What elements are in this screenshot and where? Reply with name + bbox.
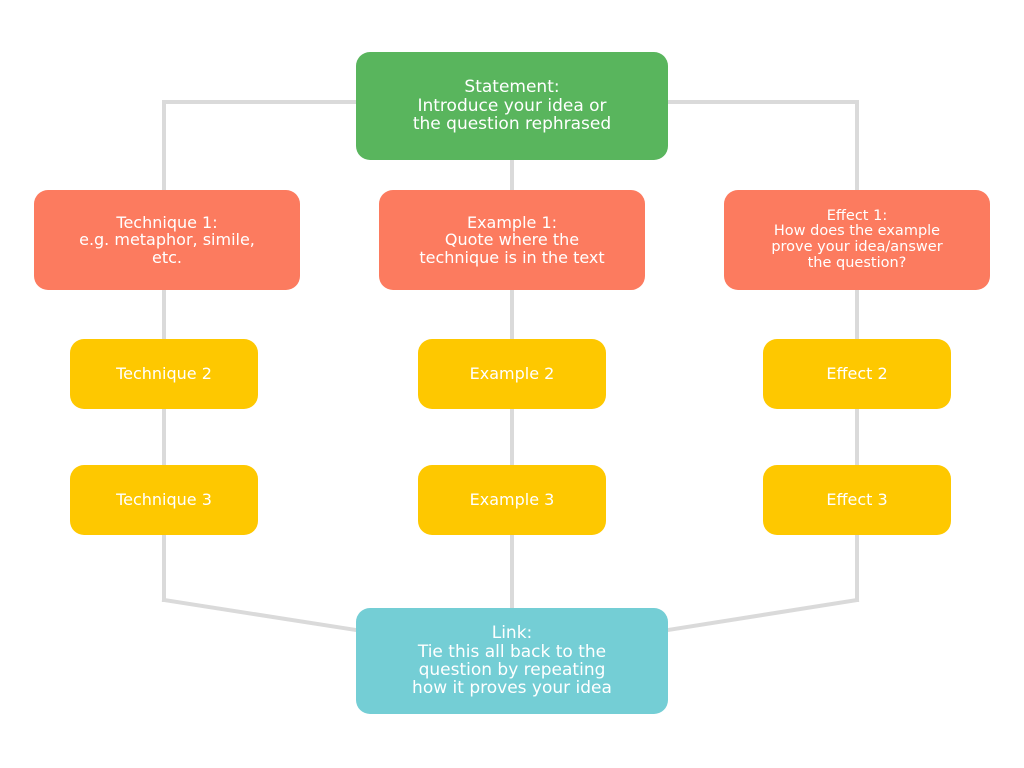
effect-1-body: How does the example prove your idea/ans… bbox=[771, 223, 943, 271]
example-3-title: Example 3 bbox=[469, 490, 555, 510]
example-2-box: Example 2 bbox=[418, 339, 606, 409]
example-1-box: Example 1: Quote where the technique is … bbox=[379, 190, 645, 290]
effect-3-title: Effect 3 bbox=[826, 490, 888, 510]
effect-1-box: Effect 1: How does the example prove you… bbox=[724, 190, 990, 290]
effect-1-title: Effect 1: bbox=[826, 207, 888, 224]
technique-2-box: Technique 2 bbox=[70, 339, 258, 409]
effect-2-box: Effect 2 bbox=[763, 339, 951, 409]
example-1-body: Quote where the technique is in the text bbox=[419, 230, 605, 267]
link-title: Link: bbox=[491, 623, 533, 644]
technique-1-box: Technique 1: e.g. metaphor, simile, etc. bbox=[34, 190, 300, 290]
connector-bottom-right-slant bbox=[665, 597, 860, 633]
technique-1-title: Technique 1: bbox=[116, 213, 218, 233]
technique-3-box: Technique 3 bbox=[70, 465, 258, 535]
link-body: Tie this all back to the question by rep… bbox=[412, 641, 612, 699]
statement-body: Introduce your idea or the question reph… bbox=[412, 95, 612, 135]
example-1-title: Example 1: bbox=[466, 213, 558, 233]
statement-title: Statement: bbox=[464, 77, 560, 98]
effect-2-title: Effect 2 bbox=[826, 364, 888, 384]
example-3-box: Example 3 bbox=[418, 465, 606, 535]
connector-bottom-left-slant bbox=[161, 597, 359, 633]
link-box: Link: Tie this all back to the question … bbox=[356, 608, 668, 714]
statement-box: Statement: Introduce your idea or the qu… bbox=[356, 52, 668, 160]
effect-3-box: Effect 3 bbox=[763, 465, 951, 535]
example-2-title: Example 2 bbox=[469, 364, 555, 384]
technique-2-title: Technique 2 bbox=[116, 364, 212, 384]
technique-3-title: Technique 3 bbox=[116, 490, 212, 510]
technique-1-body: e.g. metaphor, simile, etc. bbox=[79, 230, 255, 267]
